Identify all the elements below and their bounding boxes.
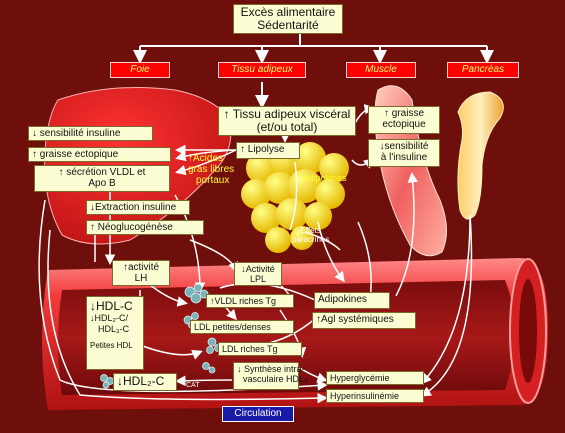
organ-label-tissu-adipeux: Tissu adipeux [218, 62, 306, 78]
adipokines-box: Adipokines [314, 292, 390, 309]
organ-label-muscle: Muscle [346, 62, 416, 78]
hdl-box: ↓HDL-C ↓HDL₂-C/ HDL₃-C Petites HDL [86, 296, 144, 370]
cat-label: CAT [186, 382, 200, 389]
muscle-ectopic-fat: ↑ graisse ectopique [368, 106, 440, 134]
liver-neoglucogenese: ↑ Néoglucogénèse [86, 220, 204, 235]
top-connectors [133, 34, 494, 109]
adipokines-fat-label: ↑ Adipokines [296, 173, 347, 183]
muscle-sens-line1: ↓sensibilité [379, 141, 429, 152]
effets-line2: paracrines [292, 235, 330, 244]
hdl3-synthesis-box: ↓ Synthèse intra- vasculaire HDL₃ [233, 362, 308, 390]
pancreas-organ [457, 91, 504, 220]
ldl-small-dense-box: LDL petites/denses [190, 320, 294, 334]
liver-vldl-secretion: ↑ sécrétion VLDL et Apo B [34, 165, 170, 192]
acides-line3: portaux [196, 175, 230, 186]
muscle-fat-line2: ectopique [382, 119, 426, 130]
synth-line1: ↓ Synthèse intra- [237, 364, 305, 374]
organ-label-pancreas: Pancréas [447, 62, 519, 78]
cause-line2: Sédentarité [257, 18, 319, 32]
visceral-fat-box: ↑ Tissu adipeux viscéral (et/ou total) [218, 106, 356, 136]
muscle-insulin-sensitivity: ↓sensibilité à l'insuline [368, 139, 440, 167]
ldl-tg-box: LDL riches Tg [218, 342, 302, 356]
hdl-ratio-line2: HDL₃-C [98, 324, 130, 334]
lpl-line2: LPL [249, 274, 266, 284]
liver-insulin-extraction: ↓Extraction insuline [86, 200, 190, 215]
hdl-ratio-line1: ↓HDL₂-C/ [90, 313, 128, 323]
lipolyse-box: ↑ Lipolyse [236, 142, 300, 159]
hyperinsulinemia-box: Hyperinsulinémie [326, 389, 424, 403]
systemic-fatty-acids-box: ↑Agl systémiques [312, 312, 416, 329]
liver-insulin-sensitivity: ↓ sensibilité insuline [28, 126, 153, 141]
muscle-fat-line1: ↑ graisse [383, 108, 424, 119]
lpl-activity-box: ↓Activité LPL [234, 262, 282, 286]
liver-ectopic-fat: ↑ graisse ectopique [28, 147, 171, 162]
hdl2c-box: ↓HDL₂-C [113, 373, 177, 391]
muscle-sens-line2: à l'insuline [380, 152, 428, 163]
lh-line2: LH [134, 273, 148, 284]
hdl-c-label: ↓HDL-C [90, 299, 133, 313]
petites-hdl-label: Petites HDL [90, 341, 133, 350]
synth-line2: vasculaire HDL₃ [243, 374, 308, 384]
effets-line1: Effets [300, 226, 321, 235]
hyperglycemia-box: Hyperglycémie [326, 371, 424, 385]
organ-label-foie: Foie [110, 62, 170, 78]
lipoprotein-particles [100, 283, 222, 389]
acides-line2: gras libres [188, 164, 235, 175]
visceral-line1: ↑ Tissu adipeux viscéral [223, 107, 351, 121]
circulation-label: Circulation [222, 406, 294, 422]
paracrine-effects-label: Effets paracrines [292, 226, 329, 244]
lh-activity-box: ↑activité LH [112, 260, 170, 286]
cause-box: Excès alimentaire Sédentarité [233, 4, 343, 34]
cause-line1: Excès alimentaire [240, 5, 336, 19]
lh-line1: ↑activité [122, 262, 160, 273]
vldl-line2: Apo B [88, 178, 116, 189]
lpl-line1: ↓Activité [241, 264, 275, 274]
visceral-line2: (et/ou total) [256, 120, 318, 134]
acides-line1: ↑Acides [188, 153, 224, 164]
acides-gras-label: ↑Acides gras libres portaux [188, 153, 234, 186]
vldl-tg-box: ↑VLDL riches Tg [206, 294, 294, 308]
vldl-line1: ↑ sécrétion VLDL et [58, 167, 146, 178]
